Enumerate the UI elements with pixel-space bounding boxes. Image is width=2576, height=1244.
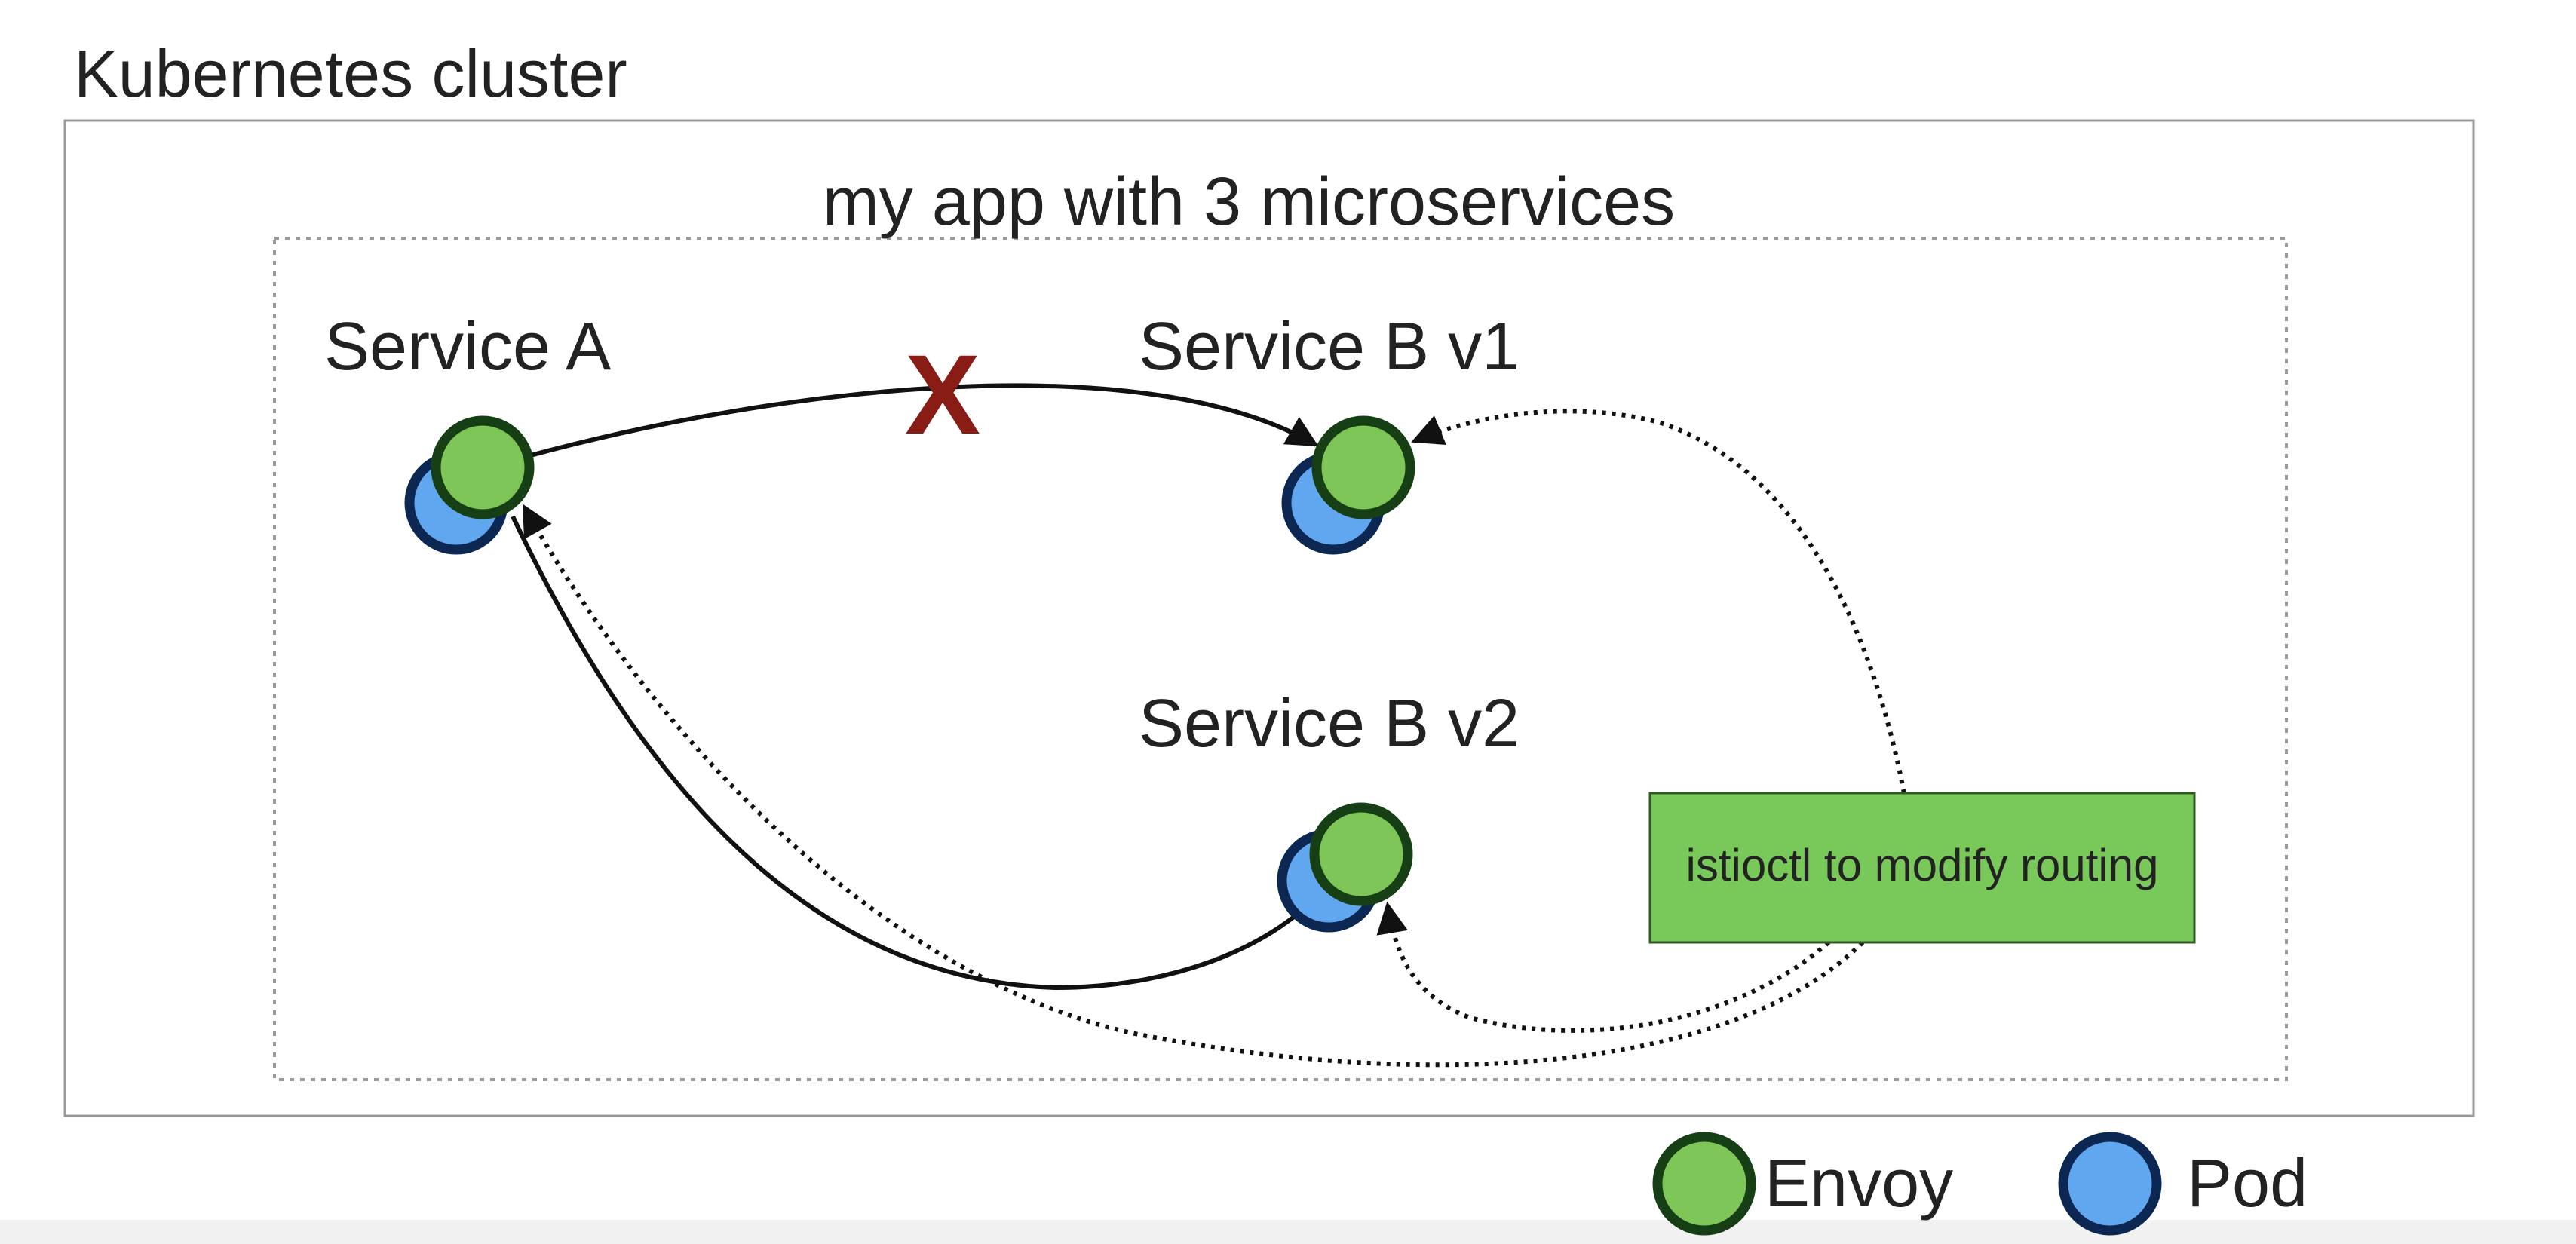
dotted-routing-to-b-v2 bbox=[1376, 901, 1830, 1033]
bottom-strip bbox=[0, 1220, 2576, 1244]
service-a-node[interactable] bbox=[404, 415, 535, 555]
service-b-v1-envoy-icon bbox=[1311, 415, 1415, 519]
legend-envoy-icon bbox=[1652, 1132, 1756, 1236]
routing-box[interactable]: istioctl to modify routing bbox=[1648, 792, 2196, 944]
app-frame bbox=[273, 237, 2288, 1081]
arrow-a-to-b-v2 bbox=[511, 515, 1322, 991]
service-b-v2-envoy-icon bbox=[1309, 802, 1413, 906]
kubernetes-cluster-frame bbox=[63, 119, 2475, 1117]
app-label: my app with 3 microservices bbox=[823, 164, 1675, 240]
service-b-v1-label: Service B v1 bbox=[1139, 309, 1520, 385]
routing-box-rect bbox=[1648, 792, 2196, 944]
service-b-v2-node[interactable] bbox=[1277, 802, 1413, 933]
kubernetes-cluster-label: Kubernetes cluster bbox=[74, 36, 627, 111]
legend: Envoy Pod bbox=[1652, 1132, 2308, 1236]
legend-envoy-label: Envoy bbox=[1765, 1146, 1953, 1221]
legend-pod-label: Pod bbox=[2187, 1146, 2308, 1221]
service-b-v1-node[interactable] bbox=[1281, 415, 1415, 555]
dotted-routing-to-b-v1 bbox=[1411, 409, 1906, 794]
service-b-v2-label: Service B v2 bbox=[1139, 686, 1520, 761]
routing-box-label: istioctl to modify routing bbox=[1686, 840, 2159, 890]
arrow-a-to-b-v1 bbox=[527, 383, 1319, 458]
dotted-routing-to-a bbox=[522, 504, 1865, 1068]
service-a-envoy-icon bbox=[431, 415, 535, 519]
service-a-label: Service A bbox=[324, 309, 611, 385]
blocked-route-marker: X bbox=[905, 331, 980, 458]
legend-pod-icon bbox=[2058, 1132, 2162, 1236]
